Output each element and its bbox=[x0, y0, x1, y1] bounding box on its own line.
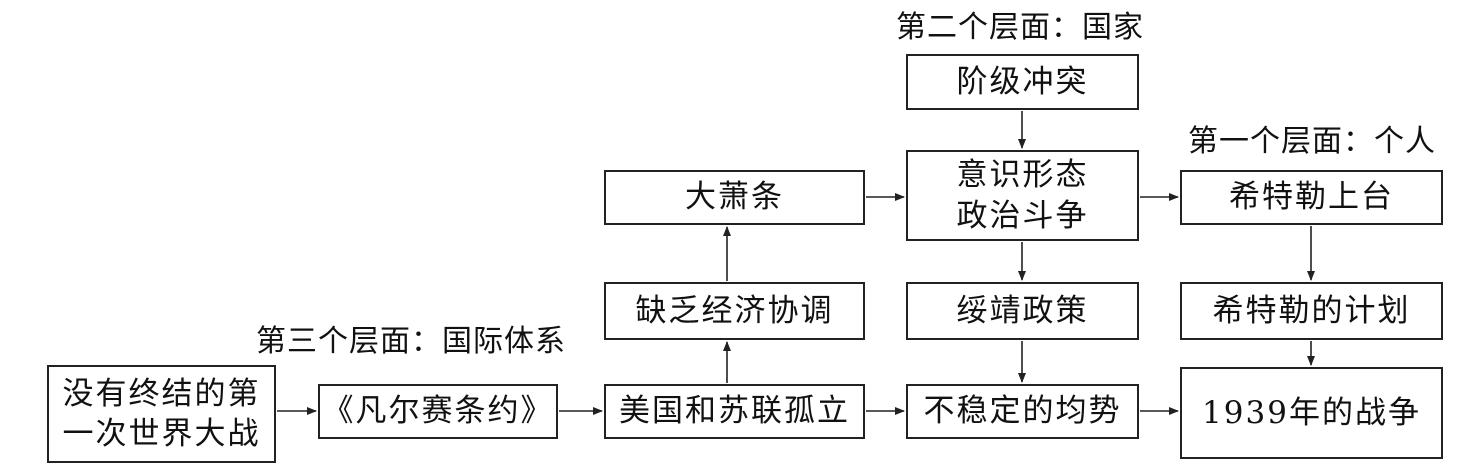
node-ideology-line2: 政治斗争 bbox=[956, 197, 1089, 234]
node-us-ussr-isolation: 美国和苏联孤立 bbox=[604, 384, 865, 439]
node-lack-economic-coordination: 缺乏经济协调 bbox=[604, 282, 865, 340]
node-class-conflict: 阶级冲突 bbox=[906, 54, 1139, 110]
node-ideological-political-struggle: 意识形态 政治斗争 bbox=[906, 150, 1139, 241]
node-unfinished-war-line2: 一次世界大战 bbox=[62, 416, 261, 452]
level-label-individual: 第一个层面：个人 bbox=[1188, 124, 1436, 159]
node-war-of-1939: 1939年的战争 bbox=[1180, 367, 1443, 459]
node-unfinished-war-line1: 没有终结的第 bbox=[62, 375, 261, 412]
level-label-national: 第二个层面：国家 bbox=[896, 10, 1144, 45]
node-ideology-line1: 意识形态 bbox=[956, 157, 1089, 194]
node-great-depression: 大萧条 bbox=[604, 170, 865, 225]
node-appeasement-policy: 绥靖政策 bbox=[906, 282, 1139, 340]
node-hitler-comes-to-power: 希特勒上台 bbox=[1180, 170, 1443, 225]
node-unfinished-first-world-war: 没有终结的第 一次世界大战 bbox=[47, 365, 276, 463]
node-versailles-treaty: 《凡尔赛条约》 bbox=[318, 384, 558, 439]
level-label-international: 第三个层面：国际体系 bbox=[256, 324, 566, 359]
node-unstable-balance: 不稳定的均势 bbox=[906, 384, 1139, 439]
node-hitler-plan: 希特勒的计划 bbox=[1180, 282, 1443, 340]
